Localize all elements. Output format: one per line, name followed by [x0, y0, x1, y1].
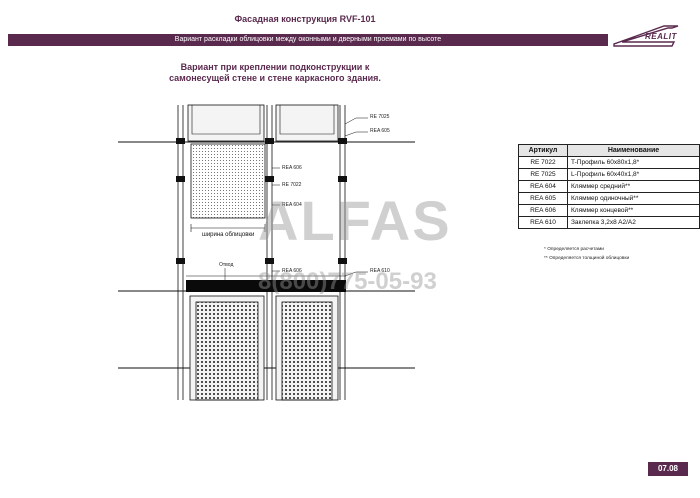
label-opening: Отвод [219, 262, 234, 268]
spec-table: Артикул Наименование RE 7022 T-Профиль 6… [518, 144, 700, 229]
note-2: ** Определяется толщиной облицовки [544, 256, 630, 261]
label-rea610: REA 610 [370, 268, 390, 274]
table-cell-code: RE 7022 [518, 156, 568, 169]
table-header-row: Артикул Наименование [518, 144, 700, 157]
table-header-name: Наименование [567, 144, 700, 157]
table-cell-name: L-Профиль 60x40x1,8* [567, 168, 700, 181]
table-cell-name: T-Профиль 60x80x1,8* [567, 156, 700, 169]
table-row: RE 7022 T-Профиль 60x80x1,8* [518, 156, 700, 169]
subtitle: Вариант при креплении подконструкции к с… [140, 62, 410, 84]
table-cell-name: Кляммер одиночный** [567, 192, 700, 205]
table-row: RE 7025 L-Профиль 60x40x1,8* [518, 168, 700, 181]
table-header-code: Артикул [518, 144, 568, 157]
watermark-phone: 8(800)775-05-93 [258, 268, 437, 295]
label-width: ширина облицовки [202, 232, 255, 238]
page-number: 07.08 [648, 462, 688, 476]
table-cell-name: Заклепка 3,2x8 A2/A2 [567, 216, 700, 229]
label-rea604: REA 604 [282, 202, 302, 208]
table-cell-code: REA 610 [518, 216, 568, 229]
note-1: * Определяется расчетами [544, 247, 604, 252]
subtitle-line-2: самонесущей стене и стене каркасного зда… [169, 73, 381, 83]
table-cell-code: RE 7025 [518, 168, 568, 181]
table-row: REA 606 Кляммер концевой** [518, 204, 700, 217]
label-re7025: RE 7025 [370, 114, 390, 120]
label-re7022: RE 7022 [282, 182, 302, 188]
table-cell-code: REA 606 [518, 204, 568, 217]
watermark-brand: ALFAS [258, 189, 452, 252]
table-cell-name: Кляммер концевой** [567, 204, 700, 217]
page-title: Фасадная конструкция RVF-101 [234, 14, 376, 24]
table-cell-code: REA 605 [518, 192, 568, 205]
table-row: REA 605 Кляммер одиночный** [518, 192, 700, 205]
label-rea605-top: REA 605 [370, 128, 390, 134]
table-cell-code: REA 604 [518, 180, 568, 193]
logo-text: REALIT [645, 32, 677, 41]
logo-icon [613, 25, 679, 47]
table-row: REA 604 Кляммер средний** [518, 180, 700, 193]
subtitle-line-1: Вариант при креплении подконструкции к [180, 62, 370, 72]
label-rea606-bottom: REA 606 [282, 268, 302, 274]
table-row: REA 610 Заклепка 3,2x8 A2/A2 [518, 216, 700, 229]
label-rea606-top: REA 606 [282, 165, 302, 171]
header-bar: Вариант раскладки облицовки между оконны… [8, 34, 608, 46]
table-cell-name: Кляммер средний** [567, 180, 700, 193]
